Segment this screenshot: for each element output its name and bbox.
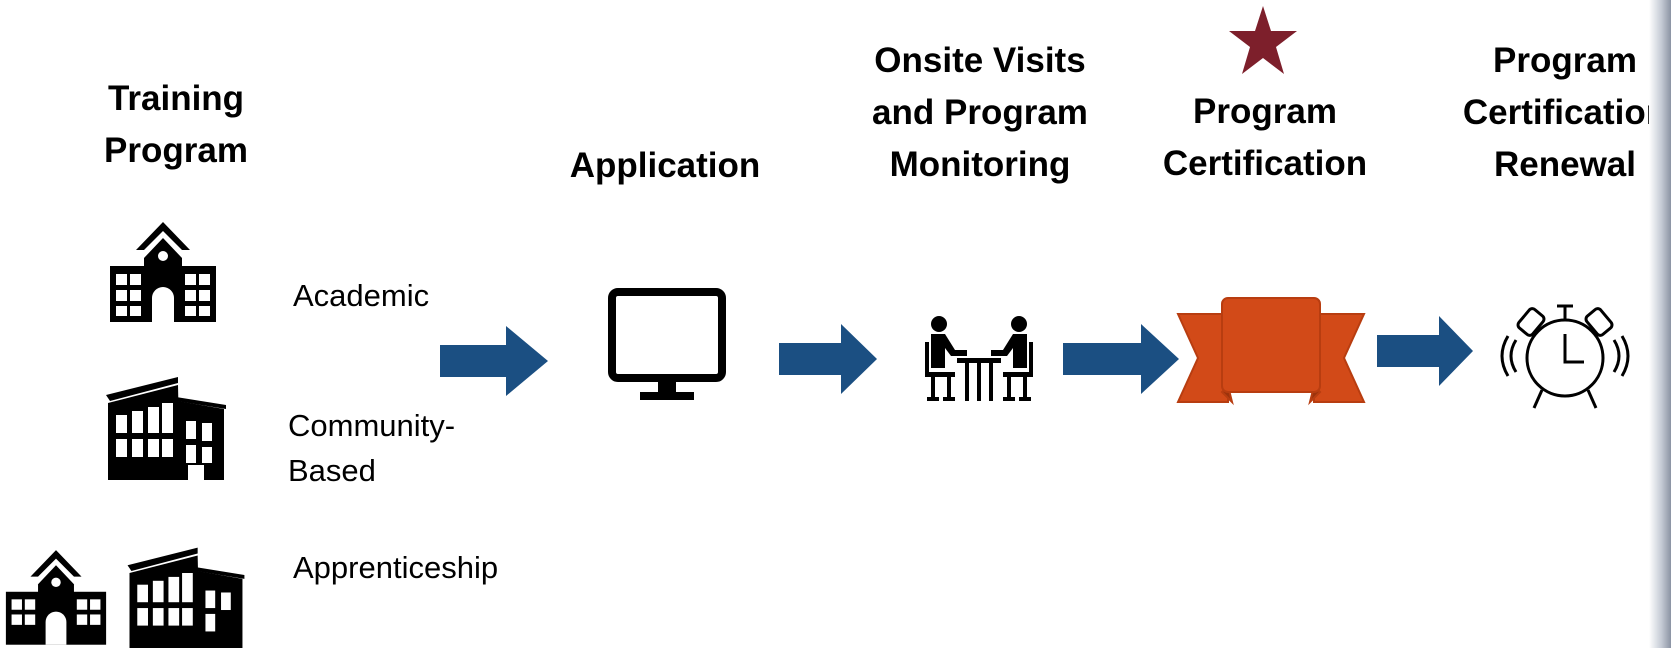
alarm-clock-icon	[1500, 304, 1630, 409]
heading-certification-renewal: Program Certification Renewal	[1462, 41, 1668, 184]
meeting-icon	[925, 316, 1033, 401]
modern-building-icon	[127, 547, 245, 648]
school-building-icon	[110, 222, 216, 322]
modern-building-icon	[106, 377, 226, 480]
label-apprenticeship: Apprenticeship	[293, 550, 499, 585]
label-academic: Academic	[293, 278, 430, 313]
right-edge-shadow	[1649, 0, 1671, 648]
heading-application: Application	[569, 146, 761, 185]
arrow-right-icon	[779, 324, 877, 394]
ribbon-banner-icon	[1176, 297, 1366, 406]
label-community-based: Community- Based	[288, 408, 456, 488]
arrow-right-icon	[440, 326, 548, 396]
arrow-right-icon	[1377, 316, 1473, 386]
arrow-right-icon	[1063, 324, 1179, 394]
heading-training-program: Training Program	[104, 79, 248, 170]
heading-onsite-visits: Onsite Visits and Program Monitoring	[872, 41, 1088, 184]
school-building-icon	[5, 550, 107, 645]
heading-program-certification: Program Certification	[1162, 92, 1368, 183]
star-icon	[1229, 6, 1297, 74]
monitor-icon	[608, 288, 726, 400]
